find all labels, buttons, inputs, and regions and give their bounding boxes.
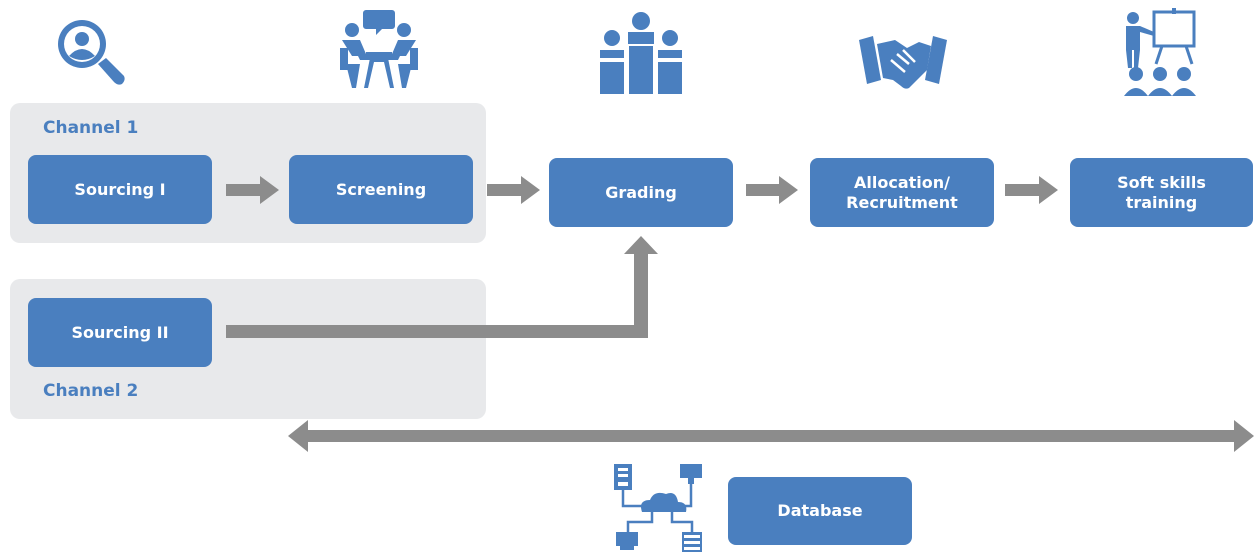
double-arrow-database-span: [288, 420, 1254, 452]
network-database-icon: [614, 464, 702, 552]
step-sourcing-1: Sourcing I: [28, 155, 212, 224]
channel-1-label: Channel 1: [43, 118, 139, 138]
arrow-sourcing1-to-screening: [226, 176, 279, 204]
step-database: Database: [728, 477, 912, 545]
handshake-icon: [859, 36, 947, 89]
presentation-training-icon: [1124, 8, 1196, 96]
channel-2-label: Channel 2: [43, 381, 139, 401]
arrow-screening-to-grading: [487, 176, 540, 204]
interview-icon: [340, 10, 418, 88]
arrow-grading-to-allocation: [746, 176, 798, 204]
podium-group-icon: [600, 12, 682, 94]
step-soft-skills-training: Soft skills training: [1070, 158, 1253, 227]
arrow-allocation-to-softskills: [1005, 176, 1058, 204]
step-sourcing-2: Sourcing II: [28, 298, 212, 367]
search-person-icon: [58, 20, 125, 85]
step-grading: Grading: [549, 158, 733, 227]
step-screening: Screening: [289, 155, 473, 224]
arrow-sourcing2-to-grading: [226, 236, 658, 338]
step-allocation-recruitment: Allocation/ Recruitment: [810, 158, 994, 227]
